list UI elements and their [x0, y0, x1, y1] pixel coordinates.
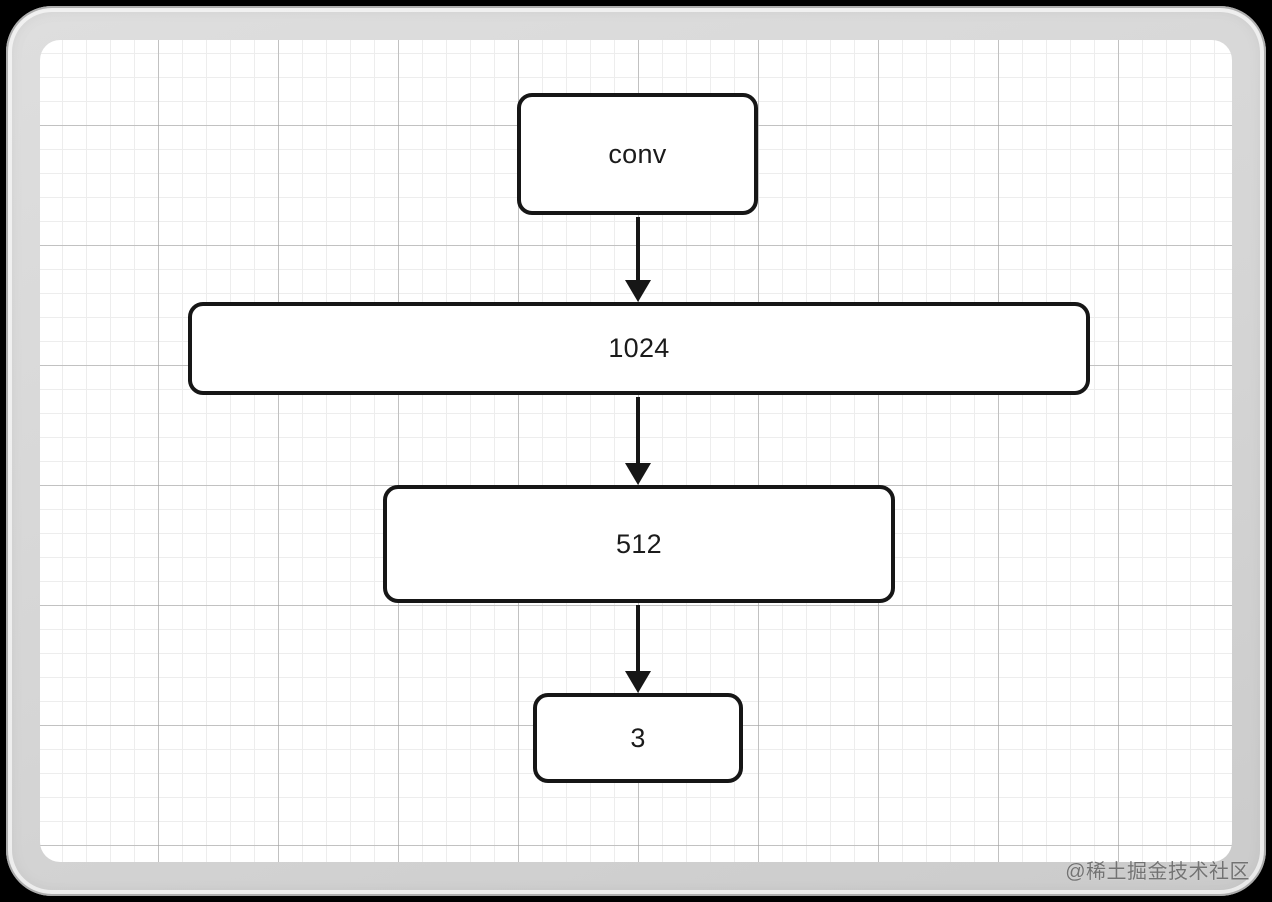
node-label: conv [608, 138, 667, 169]
watermark: @稀土掘金技术社区 [1065, 861, 1250, 883]
arrow-conv-to-1024 [625, 217, 651, 302]
flow-arrows [625, 217, 651, 693]
node-label: 512 [616, 528, 662, 559]
node-conv: conv [517, 93, 758, 215]
arrow-512-to-3 [625, 605, 651, 693]
device-frame: conv 1024 512 3 @稀土掘金技术社区 [6, 6, 1266, 896]
node-1024: 1024 [188, 302, 1090, 395]
node-label: 1024 [608, 333, 670, 363]
node-3: 3 [533, 693, 743, 783]
diagram-canvas: conv 1024 512 3 [40, 40, 1232, 862]
node-label: 3 [630, 722, 646, 753]
node-512: 512 [383, 485, 895, 603]
arrow-1024-to-512 [625, 397, 651, 485]
